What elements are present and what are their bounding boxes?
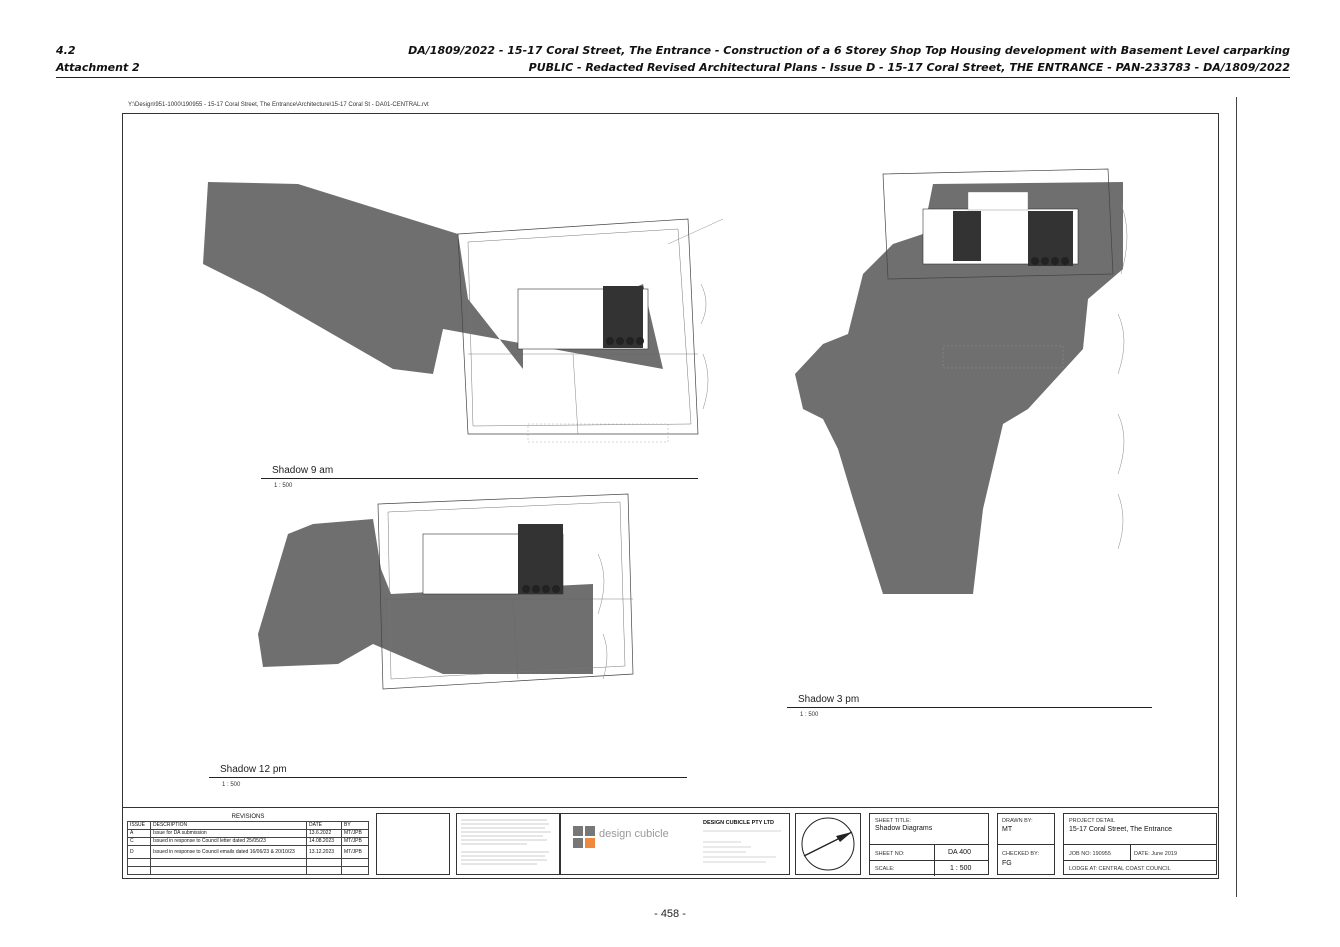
table-row xyxy=(127,866,369,875)
document-title: DA/1809/2022 - 15-17 Coral Street, The E… xyxy=(408,44,1290,57)
sheet-title: Shadow Diagrams xyxy=(875,825,933,832)
scale-label: SCALE: xyxy=(875,866,895,872)
drawn-checked-box: DRAWN BY: MT CHECKED BY: FG xyxy=(997,813,1055,875)
divider xyxy=(998,844,1054,845)
scale-shadow-12pm: 1 : 500 xyxy=(222,782,241,788)
logo-square xyxy=(573,826,583,836)
document-subtitle: PUBLIC - Redacted Revised Architectural … xyxy=(528,61,1290,74)
attachment-label: Attachment 2 xyxy=(56,61,140,74)
plan-shadow-3pm xyxy=(795,168,1128,594)
sheet-no: DA 400 xyxy=(948,849,971,856)
notes-box xyxy=(456,813,560,875)
north-arrow-icon xyxy=(801,817,855,871)
north-point-box xyxy=(795,813,861,875)
plan-shadow-12pm xyxy=(258,493,634,690)
caption-shadow-3pm: Shadow 3 pm xyxy=(798,694,860,705)
document-header-line2: Attachment 2 PUBLIC - Redacted Revised A… xyxy=(56,61,1290,78)
company-logo-text: design cubicle xyxy=(599,828,669,840)
revisions-title: REVISIONS xyxy=(231,814,265,820)
caption-underline xyxy=(209,777,687,778)
divider xyxy=(870,844,988,845)
project-detail: 15-17 Coral Street, The Entrance xyxy=(1069,826,1172,833)
checked-by-label: CHECKED BY: xyxy=(1002,851,1039,857)
page-margin-line xyxy=(1236,97,1237,897)
divider xyxy=(1064,860,1216,861)
notes-text-lines xyxy=(461,819,551,865)
logo-square xyxy=(585,826,595,836)
drawing-date: DATE: June 2019 xyxy=(1134,851,1178,857)
sheet-info-box: SHEET TITLE: Shadow Diagrams SHEET NO: D… xyxy=(869,813,989,876)
divider xyxy=(1064,844,1216,845)
shadow-diagrams-drawing xyxy=(203,168,1128,690)
divider xyxy=(934,844,935,876)
project-detail-label: PROJECT DETAIL xyxy=(1069,818,1115,824)
logo-square xyxy=(573,838,583,848)
logo-square-orange xyxy=(585,838,595,848)
scale-shadow-3pm: 1 : 500 xyxy=(800,712,819,718)
sheet-scale: 1 : 500 xyxy=(950,865,972,872)
lodge-at: LODGE AT: CENTRAL COAST COUNCIL xyxy=(1069,866,1171,872)
drawn-by-label: DRAWN BY: xyxy=(1002,818,1033,824)
company-contact-lines xyxy=(703,830,781,863)
sheet-no-label: SHEET NO: xyxy=(875,851,905,857)
blank-box xyxy=(376,813,450,875)
document-header-line1: 4.2 DA/1809/2022 - 15-17 Coral Street, T… xyxy=(56,44,1290,60)
caption-shadow-9am: Shadow 9 am xyxy=(272,465,334,476)
divider xyxy=(1130,844,1131,860)
divider xyxy=(870,860,988,861)
page-number: - 458 - xyxy=(654,908,686,920)
revisions-header-row: ISSUE DESCRIPTION DATE BY xyxy=(127,821,369,830)
caption-underline xyxy=(261,478,698,479)
item-number: 4.2 xyxy=(56,44,76,57)
sheet-title-label: SHEET TITLE: xyxy=(875,818,912,824)
company-name: DESIGN CUBICLE PTY LTD xyxy=(703,820,774,826)
job-number: JOB NO: 190955 xyxy=(1069,851,1111,857)
checked-by: FG xyxy=(1002,860,1012,867)
drawing-sheet: Shadow 9 am 1 : 500 Shadow 12 pm 1 : 500… xyxy=(122,113,1219,879)
caption-underline xyxy=(787,707,1152,708)
file-path: Y:\Design\951-1000\190955 - 15-17 Coral … xyxy=(128,102,429,108)
scale-shadow-9am: 1 : 500 xyxy=(274,483,293,489)
plan-shadow-9am xyxy=(203,182,724,443)
caption-shadow-12pm: Shadow 12 pm xyxy=(220,764,287,775)
table-row xyxy=(127,858,369,867)
company-box: design cubicle DESIGN CUBICLE PTY LTD xyxy=(560,813,790,875)
drawn-by: MT xyxy=(1002,826,1013,833)
project-detail-box: PROJECT DETAIL 15-17 Coral Street, The E… xyxy=(1063,813,1217,875)
